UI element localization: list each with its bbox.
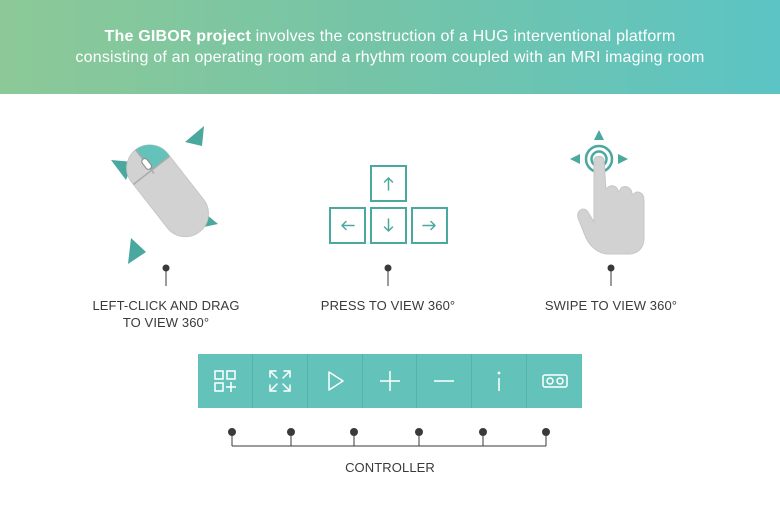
fullscreen-button[interactable] (253, 354, 308, 408)
arrow-up-right-icon (185, 126, 204, 146)
play-button[interactable] (308, 354, 363, 408)
instruction-keys-label: PRESS TO VIEW 360° (320, 298, 456, 313)
hand-shape (577, 155, 645, 255)
project-name: The GIBOR project (104, 28, 252, 45)
up-arrow-icon (383, 177, 394, 191)
instruction-mouse-label: LEFT-CLICK AND DRAG TO VIEW 360° (92, 298, 240, 330)
swipe-hand-icon (570, 130, 645, 286)
controller-bar (198, 354, 582, 408)
zoom-out-button[interactable] (417, 354, 473, 408)
minus-icon (434, 380, 455, 382)
right-arrow-icon (422, 220, 436, 231)
arrow-down-left-icon (128, 238, 146, 264)
vr-headset-icon (541, 374, 568, 388)
banner-line-1-text: involves the construction of a HUG inter… (251, 28, 676, 45)
play-icon (327, 371, 344, 391)
grid-plus-icon (214, 370, 236, 392)
plus-icon (379, 371, 400, 391)
instruction-swipe-label: SWIPE TO VIEW 360° (544, 298, 678, 313)
instruction-mouse: LEFT-CLICK AND DRAG TO VIEW 360° (51, 120, 281, 350)
arrow-keys-icon (329, 165, 448, 286)
banner-line-1: The GIBOR project involves the construct… (105, 26, 676, 47)
down-arrow-icon (383, 218, 394, 232)
header-banner: The GIBOR project involves the construct… (0, 0, 780, 94)
expand-icon (269, 370, 291, 392)
mouse-drag-icon (111, 126, 218, 286)
instruction-keys: PRESS TO VIEW 360° (273, 120, 503, 350)
menu-add-button[interactable] (198, 354, 253, 408)
swipe-right-arrow-icon (618, 154, 628, 164)
instruction-swipe: SWIPE TO VIEW 360° (496, 120, 726, 350)
swipe-left-arrow-icon (570, 154, 580, 164)
swipe-up-arrow-icon (594, 130, 604, 140)
key-right (411, 207, 448, 244)
zoom-in-button[interactable] (363, 354, 418, 408)
controller-label: CONTROLLER (345, 460, 435, 475)
controller-connector (228, 428, 550, 447)
left-arrow-icon (341, 220, 355, 231)
info-icon (497, 371, 501, 391)
banner-line-2: consisting of an operating room and a rh… (75, 49, 705, 66)
info-button[interactable] (472, 354, 528, 408)
mouse-body (126, 144, 209, 238)
vr-button[interactable] (527, 354, 582, 408)
